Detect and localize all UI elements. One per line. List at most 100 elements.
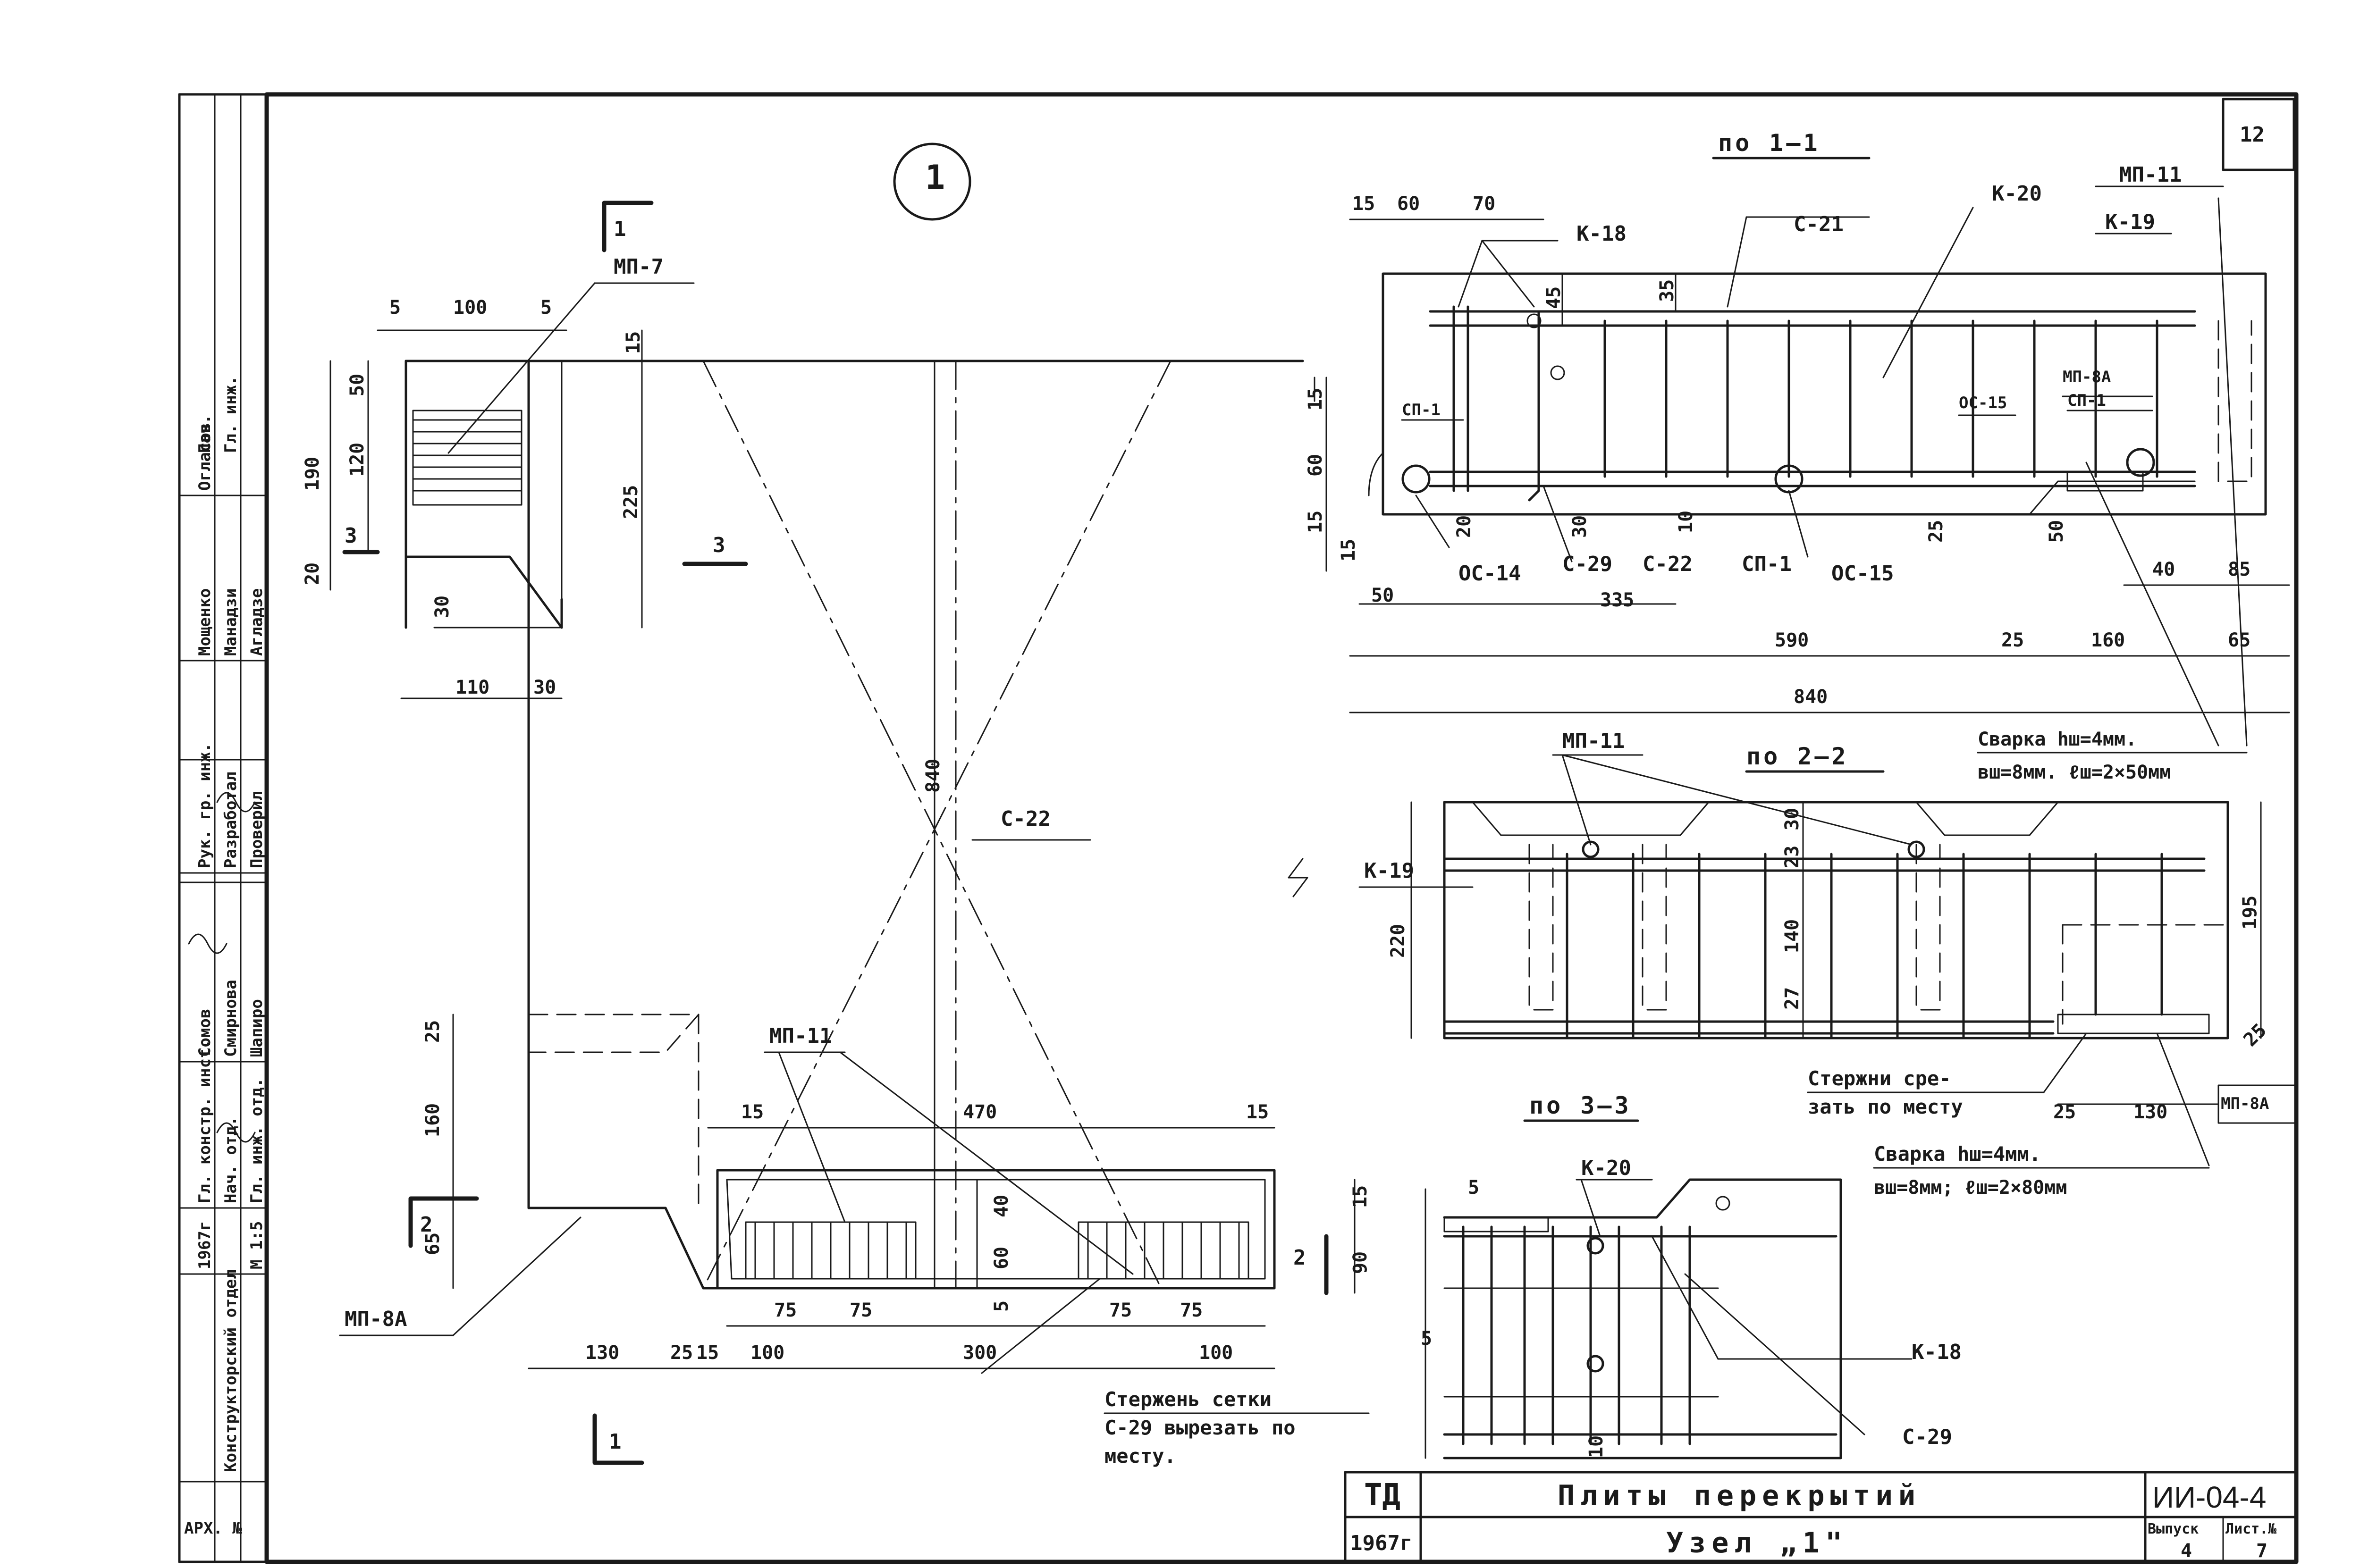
label-k18-s33: К-18 [1912,1340,1962,1364]
note-mesh-1: Стержень сетки [1104,1388,1272,1411]
dim-s11-50b: 50 [1371,585,1394,606]
cut-note: Стержни сре- зать по месту 25 130 МП-8А [1807,1032,2297,1166]
weld-note-2-line2: вш=8мм; ℓш=2×80мм [1874,1177,2067,1199]
dim-s33-10: 10 [1585,1435,1607,1458]
stamp-scale: М 1:5 [247,1221,266,1269]
dim-plan-5b: 5 [540,297,552,319]
stamp-arch-label: АРХ. № [184,1519,242,1538]
dim-plan-100: 100 [453,297,487,319]
dim-plan-65a: 65 [422,1233,444,1255]
dim-s11-60: 60 [1397,193,1420,215]
label-k18-s11: К-18 [1576,222,1627,246]
dim-s22-140: 140 [1781,919,1803,953]
dim-s22-30: 30 [1781,808,1803,830]
dim-s11-160: 160 [2091,629,2125,651]
sheet-number: 12 [2240,123,2265,147]
plan-view: 1 1 3 3 2 2 МП-7 МП-11 МП-8А С-22 Стерже… [302,201,1371,1467]
section-title-2-2: по 2—2 [1746,743,1849,770]
dim-s22-27: 27 [1781,987,1803,1010]
stamp-role-6: Нач. отд. [221,1116,240,1203]
section-2-2: по 2—2 МП-11 К-19 220 30 [1358,729,2271,1051]
section-1-1: по 1—1 К-18 [1305,129,2290,746]
dim-plan-25a: 25 [422,1020,444,1043]
note-mesh-3: месту. [1104,1444,1176,1467]
label-k19-s22: К-19 [1364,859,1414,883]
dim-s11-45: 45 [1543,286,1565,309]
dim-plan-120: 120 [346,443,368,477]
signature-mark [188,792,256,1143]
dim-plan-75c: 75 [1109,1300,1132,1321]
weld-note-2: Сварка hш=4мм. вш=8мм; ℓш=2×80мм [1873,1142,2210,1199]
dim-plan-100b: 100 [750,1342,784,1364]
dim-s11-25b: 25 [2001,629,2024,651]
label-c22-s11: С-22 [1643,552,1693,576]
title-sheet-label: Лист.№ [2225,1521,2277,1537]
label-mp7: МП-7 [614,255,664,279]
label-c22-plan: С-22 [1001,807,1051,831]
dim-s11-60b: 60 [1305,454,1326,477]
title-main: Плиты перекрытий [1558,1479,1921,1512]
label-oc15-bottom: ОС-15 [1831,562,1894,586]
title-year: 1967г [1350,1531,1412,1555]
dim-plan-5c: 5 [991,1300,1012,1312]
dim-plan-30a: 30 [431,595,453,618]
sheet-number-box: 12 [2222,98,2295,171]
title-org: ТД [1364,1478,1400,1513]
stamp-department: Конструкторский отдел [221,1269,240,1472]
cut-1-bottom: 1 [609,1430,622,1454]
dim-plan-130: 130 [585,1342,619,1364]
dim-s22-23: 23 [1781,846,1803,868]
dim-s11-335: 335 [1600,589,1634,611]
stamp-name-3: Сомов [195,1009,214,1057]
section-title-3-3: по 3—3 [1529,1092,1632,1119]
dim-plan-840: 840 [922,759,944,793]
dim-s22-195: 195 [2239,896,2261,930]
dim-s11-85: 85 [2228,559,2250,580]
node-number: 1 [925,158,945,197]
dim-plan-190: 190 [302,457,323,491]
dim-s33-5b: 5 [1421,1328,1432,1350]
label-mp11-plan: МП-11 [769,1024,832,1048]
label-k19-s11: К-19 [2105,210,2155,234]
dim-cut-25: 25 [2053,1101,2076,1123]
cut-3-left: 3 [345,524,357,548]
dim-plan-75a: 75 [774,1300,797,1321]
dim-cut-130: 130 [2133,1101,2167,1123]
dim-plan-90: 90 [1349,1251,1371,1274]
dim-plan-75d: 75 [1180,1300,1203,1321]
note-mesh-2: С-29 вырезать по [1104,1416,1296,1439]
title-sheet-value: 7 [2256,1540,2267,1562]
dim-s11-15c: 15 [1305,511,1326,533]
label-c29-s11: С-29 [1562,552,1612,576]
label-sp1-s11-right: СП-1 [2067,391,2106,410]
label-k20-s11: К-20 [1992,182,2042,206]
label-mp8a-s22: МП-8А [2221,1094,2269,1113]
label-mp8a-s11: МП-8А [2063,368,2111,386]
dim-plan-160a: 160 [422,1103,444,1137]
note-cut-1: Стержни сре- [1808,1067,1951,1090]
label-c29-s33: С-29 [1902,1425,1952,1449]
label-oc14: ОС-14 [1458,562,1521,586]
stamp-role-7: Гл. инж. отд. [247,1078,266,1203]
dim-plan-15b: 15 [741,1101,764,1123]
dim-plan-470: 470 [963,1101,997,1123]
title-code: ИИ-04-4 [2152,1480,2266,1514]
cut-2-left: 2 [420,1213,433,1237]
stamp-name-2: Агладзе [247,588,266,656]
stamp-name-5: Шапиро [247,999,266,1057]
dim-plan-30b: 30 [533,677,556,698]
dim-s22-25: 25 [2240,1019,2271,1051]
dim-s11-840: 840 [1794,686,1828,708]
dim-plan-20: 20 [302,562,323,585]
note-cut-2: зать по месту [1808,1095,1963,1118]
cut-2-right: 2 [1293,1246,1306,1270]
stamp-role-4: Проверил [247,791,266,868]
mp11-hatch [754,1221,1240,1280]
label-mp11-s11: МП-11 [2119,163,2182,187]
label-oc15-right: ОС-15 [1959,394,2007,412]
dim-plan-40: 40 [991,1195,1012,1217]
stamp-role-0: Пач. [195,414,214,453]
cut-3: 3 [713,533,725,557]
title-block: ТД 1967г Плиты перекрытий Узел „1" ИИ-04… [1344,1471,2298,1563]
